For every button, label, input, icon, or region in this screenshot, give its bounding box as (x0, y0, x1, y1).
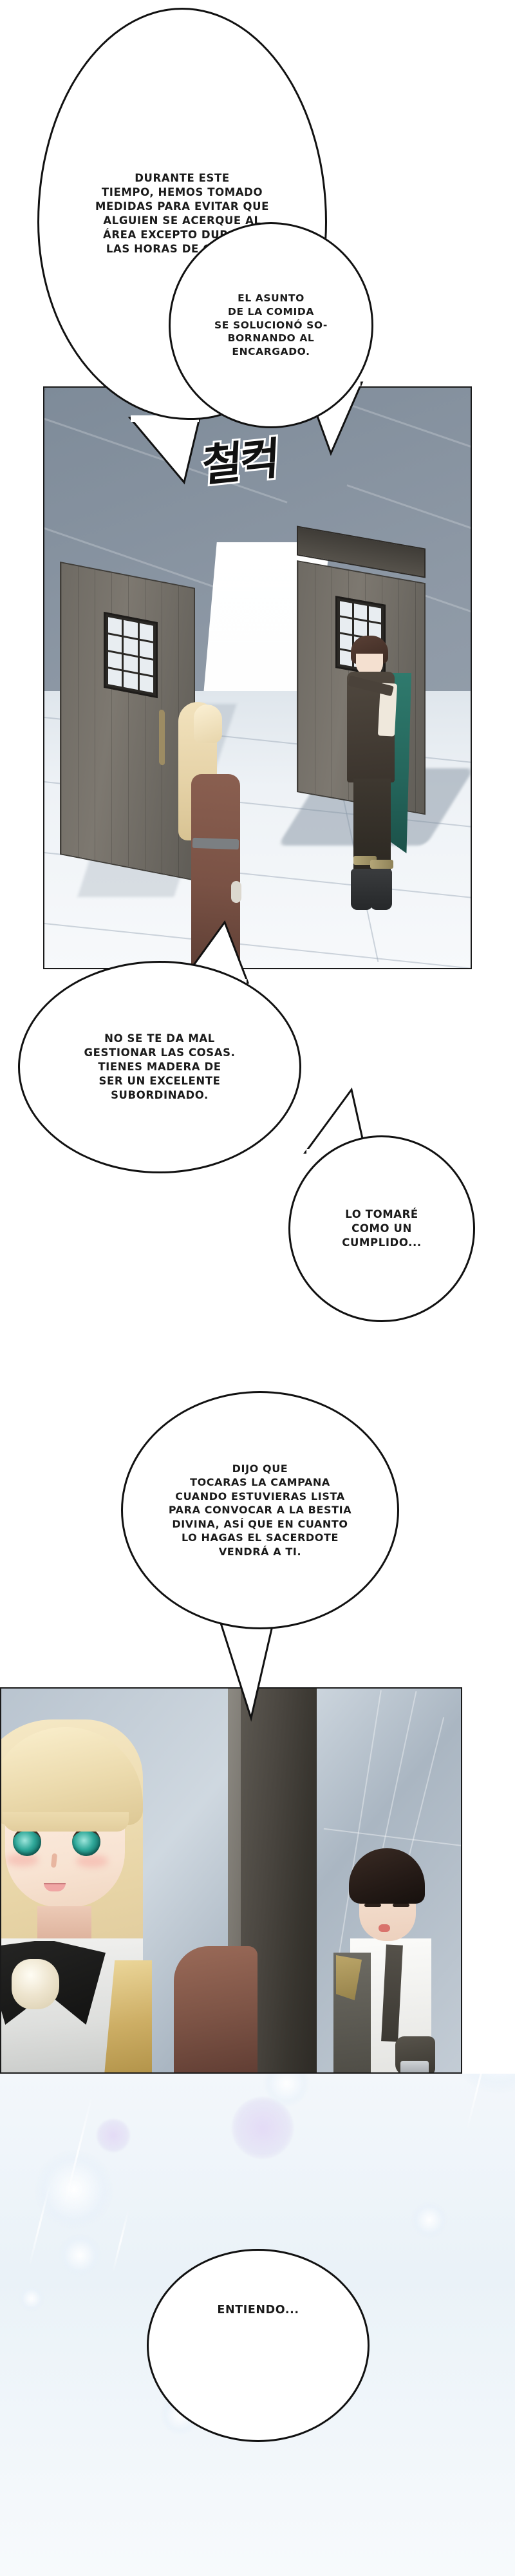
man-boot-left (351, 869, 373, 910)
man-legs (351, 779, 393, 910)
bubble-6-text: ENTIENDO... (217, 2304, 299, 2317)
woman-mouth (44, 1883, 66, 1891)
man-mouth (379, 1924, 390, 1932)
woman-bangs (1, 1727, 143, 1832)
character-man-uniform (341, 636, 424, 938)
sfx-door-click: 철컥 (199, 431, 281, 495)
prison-door-left (60, 562, 195, 881)
bubble-3-text: NO SE TE DA MAL GESTIONAR LAS COSAS. TIE… (84, 1032, 236, 1102)
character-man-closeup (333, 1848, 461, 2072)
woman-hair-top (194, 705, 222, 743)
woman-hand (231, 881, 241, 903)
bubble-3: NO SE TE DA MAL GESTIONAR LAS COSAS. TIE… (18, 961, 301, 1173)
sparkle-background (0, 2074, 515, 2576)
door-grate-left (104, 611, 158, 699)
man-belt-buckle (400, 2061, 429, 2072)
bubble-4-text: LO TOMARÉ COMO UN CUMPLIDO... (342, 1208, 422, 1249)
bubble-6: ENTIENDO... (147, 2249, 370, 2442)
man-eye-right (393, 1904, 409, 1907)
man-boot-right (370, 869, 392, 910)
man-closeup-hair (349, 1848, 425, 1904)
woman-eye-left (13, 1828, 41, 1856)
bubble-1-tail (122, 415, 206, 486)
door-handle-left (159, 709, 165, 766)
man-eye-left (364, 1904, 381, 1907)
woman-blush-right (76, 1855, 108, 1868)
bubble-5-text: DIJO QUE TOCARAS LA CAMPANA CUANDO ESTUV… (168, 1462, 352, 1558)
bubble-4: LO TOMARÉ COMO UN CUMPLIDO... (288, 1135, 475, 1322)
woman-eye-right (72, 1828, 100, 1856)
panel-closeup (0, 1687, 462, 2074)
bubble-2: EL ASUNTO DE LA COMIDA SE SOLUCIONÓ SO- … (169, 222, 373, 428)
bubble-2-text: EL ASUNTO DE LA COMIDA SE SOLUCIONÓ SO- … (214, 292, 328, 358)
bubble-5: DIJO QUE TOCARAS LA CAMPANA CUANDO ESTUV… (121, 1391, 399, 1629)
character-woman-closeup (1, 1701, 188, 2072)
woman-belt (192, 837, 239, 850)
panel-corridor: 철컥 (43, 386, 472, 969)
woman-rose-brooch (12, 1959, 59, 2009)
woman-robe-shoulder (174, 1946, 258, 2072)
woman-blush-left (6, 1853, 39, 1866)
